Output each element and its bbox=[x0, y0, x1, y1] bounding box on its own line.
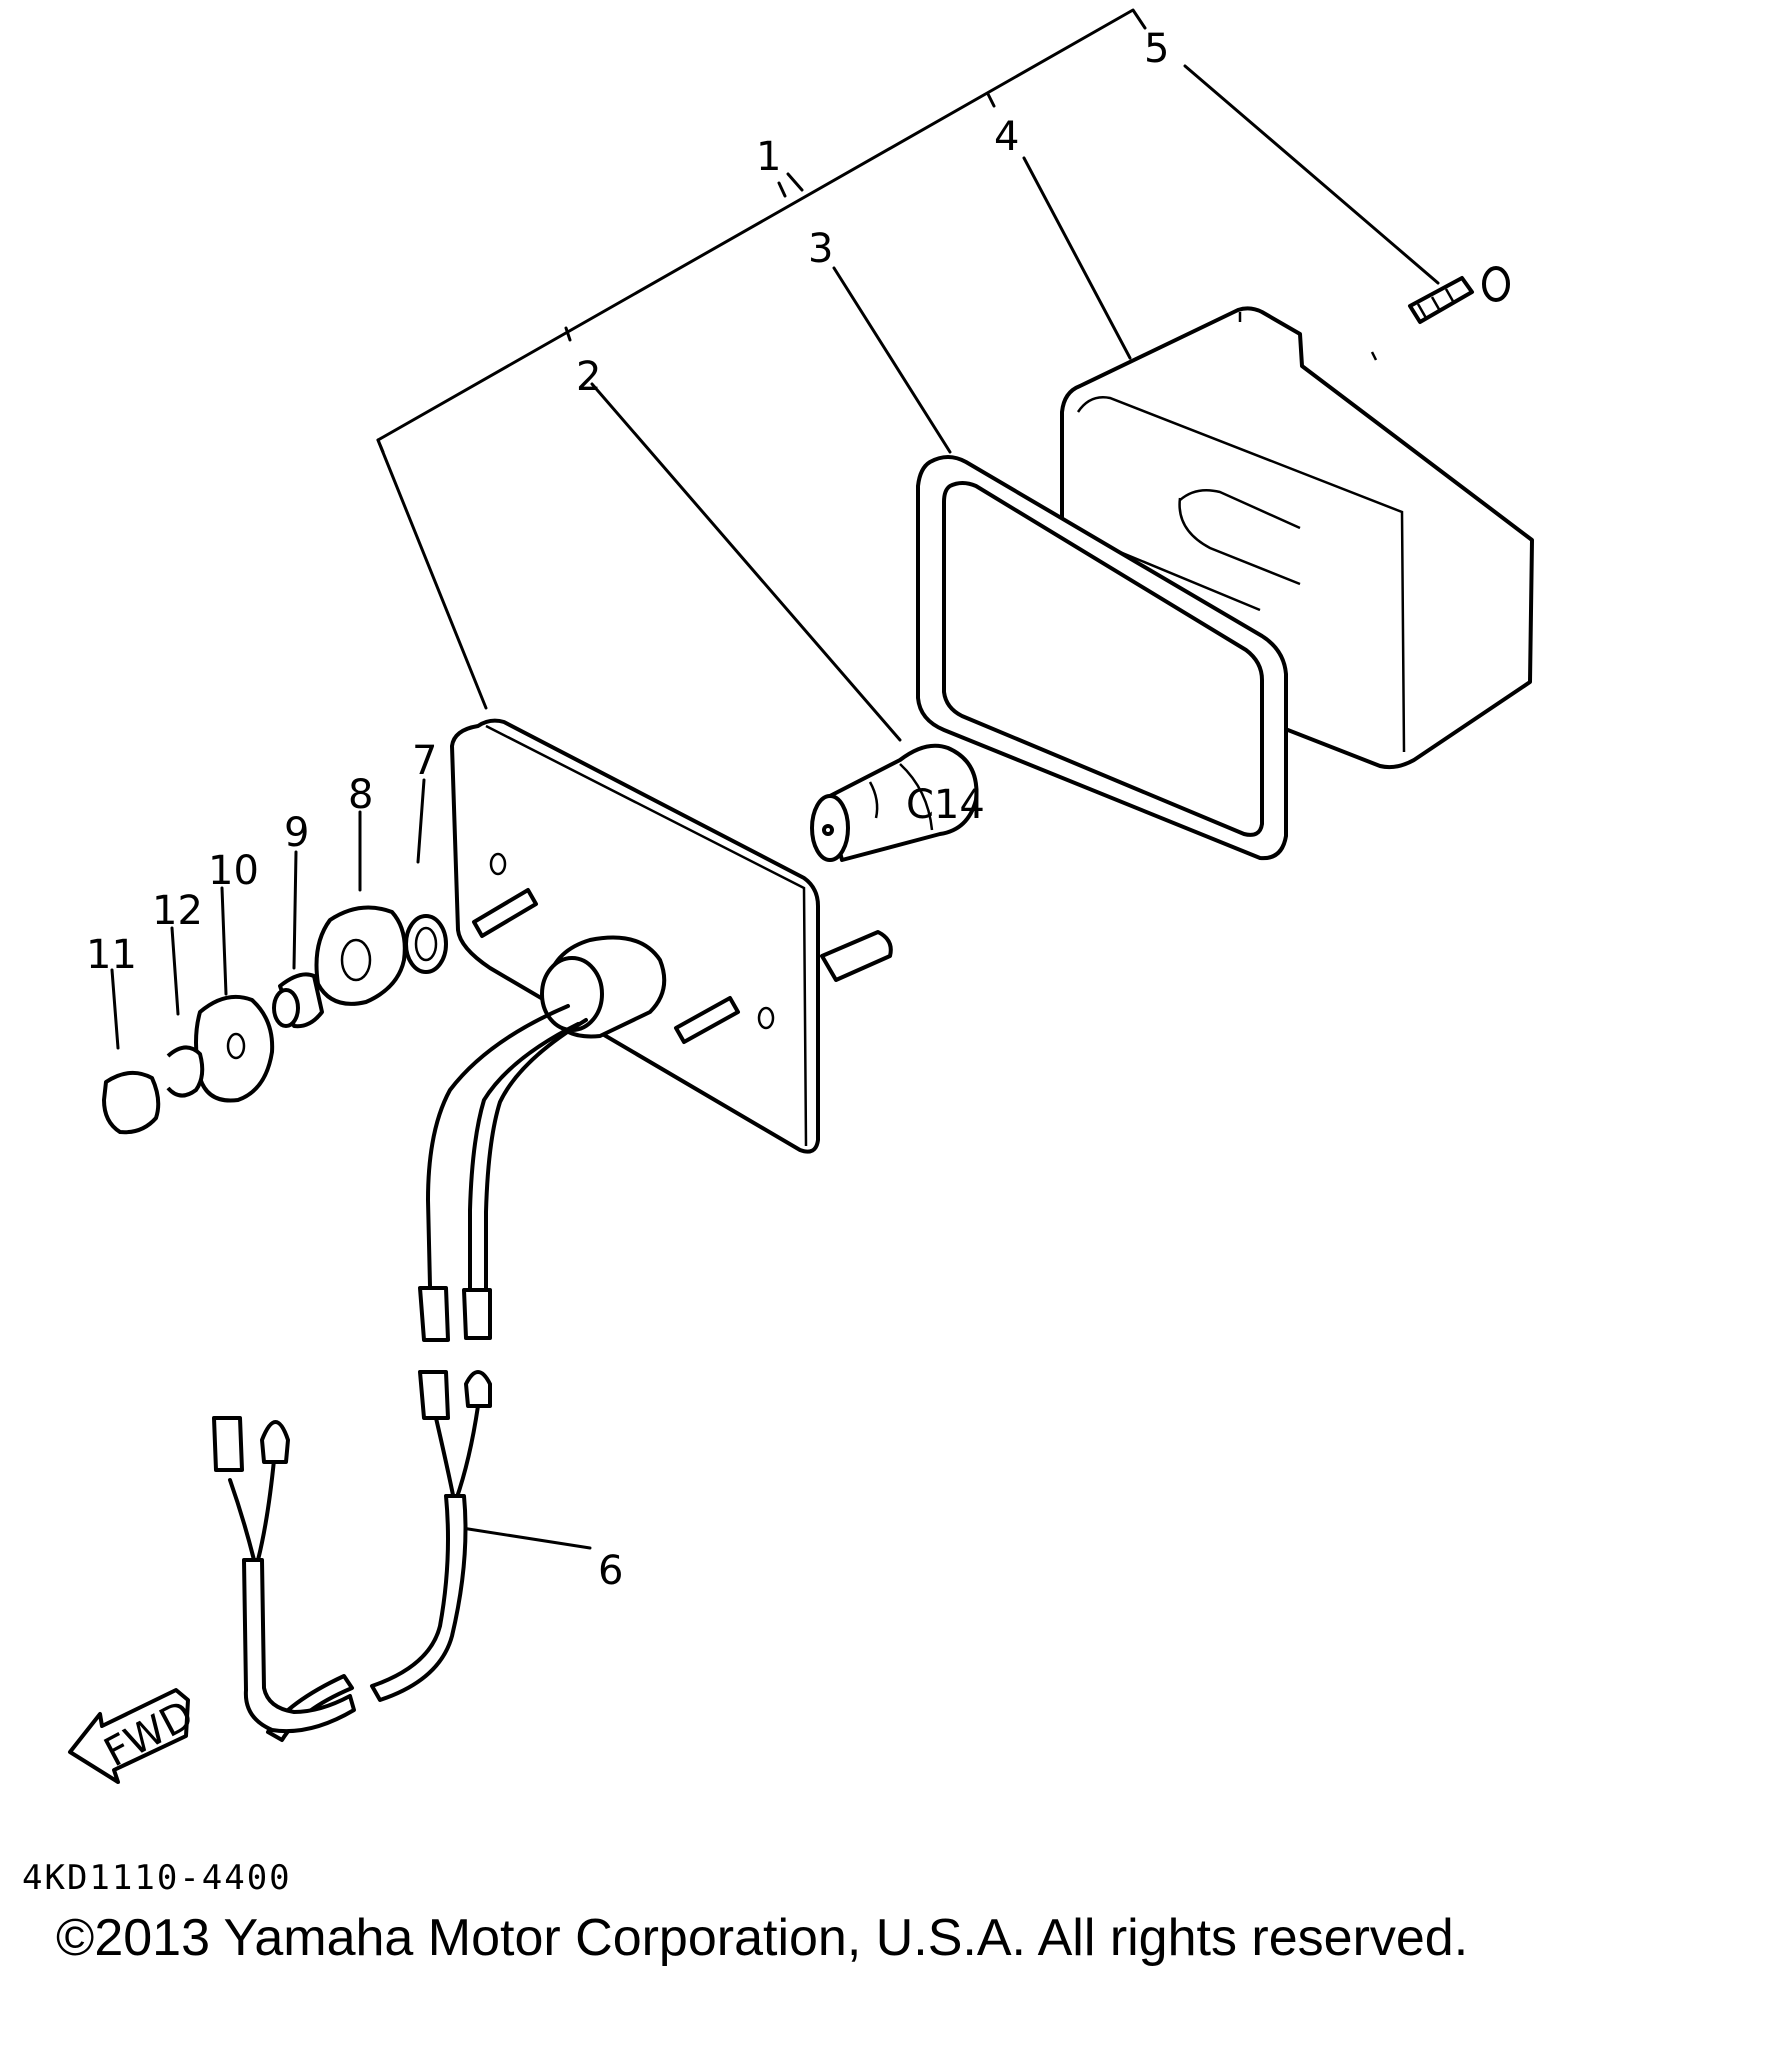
svg-text:C14: C14 bbox=[906, 782, 985, 828]
lens-screw bbox=[1408, 266, 1510, 324]
callout-9: 9 bbox=[284, 810, 309, 856]
forward-direction-arrow: FWD bbox=[68, 1688, 201, 1784]
grommet-8 bbox=[314, 905, 407, 1006]
copyright-notice: ©2013 Yamaha Motor Corporation, U.S.A. A… bbox=[56, 1909, 1469, 1967]
bracket-lines bbox=[376, 8, 1147, 710]
callout-4: 4 bbox=[994, 114, 1019, 160]
callout-8: 8 bbox=[348, 772, 373, 818]
callout-5: 5 bbox=[1144, 26, 1169, 72]
lens-gasket bbox=[916, 455, 1288, 861]
callout-7: 7 bbox=[412, 738, 437, 784]
callout-6: 6 bbox=[598, 1548, 623, 1594]
callout-10: 10 bbox=[208, 848, 259, 894]
wire-harness bbox=[212, 1004, 588, 1742]
callout-11: 11 bbox=[86, 932, 137, 978]
lock-washer-12 bbox=[166, 1045, 205, 1098]
drawing-code: 4KD1110-4400 bbox=[22, 1858, 292, 1898]
callout-1: 1 bbox=[756, 134, 781, 180]
nut-11 bbox=[102, 1070, 161, 1135]
callout-12: 12 bbox=[152, 888, 203, 934]
collar-7 bbox=[404, 914, 448, 974]
washer-10 bbox=[194, 995, 275, 1103]
leader-lines bbox=[110, 64, 1440, 1550]
small-parts bbox=[102, 905, 448, 1135]
lamp-base-plate bbox=[450, 718, 893, 1154]
bulb: C14 bbox=[810, 743, 985, 862]
callout-3: 3 bbox=[808, 226, 833, 272]
callout-2: 2 bbox=[576, 354, 601, 400]
callout-labels: 1 2 3 4 5 6 7 8 9 10 12 11 bbox=[86, 26, 1169, 1594]
